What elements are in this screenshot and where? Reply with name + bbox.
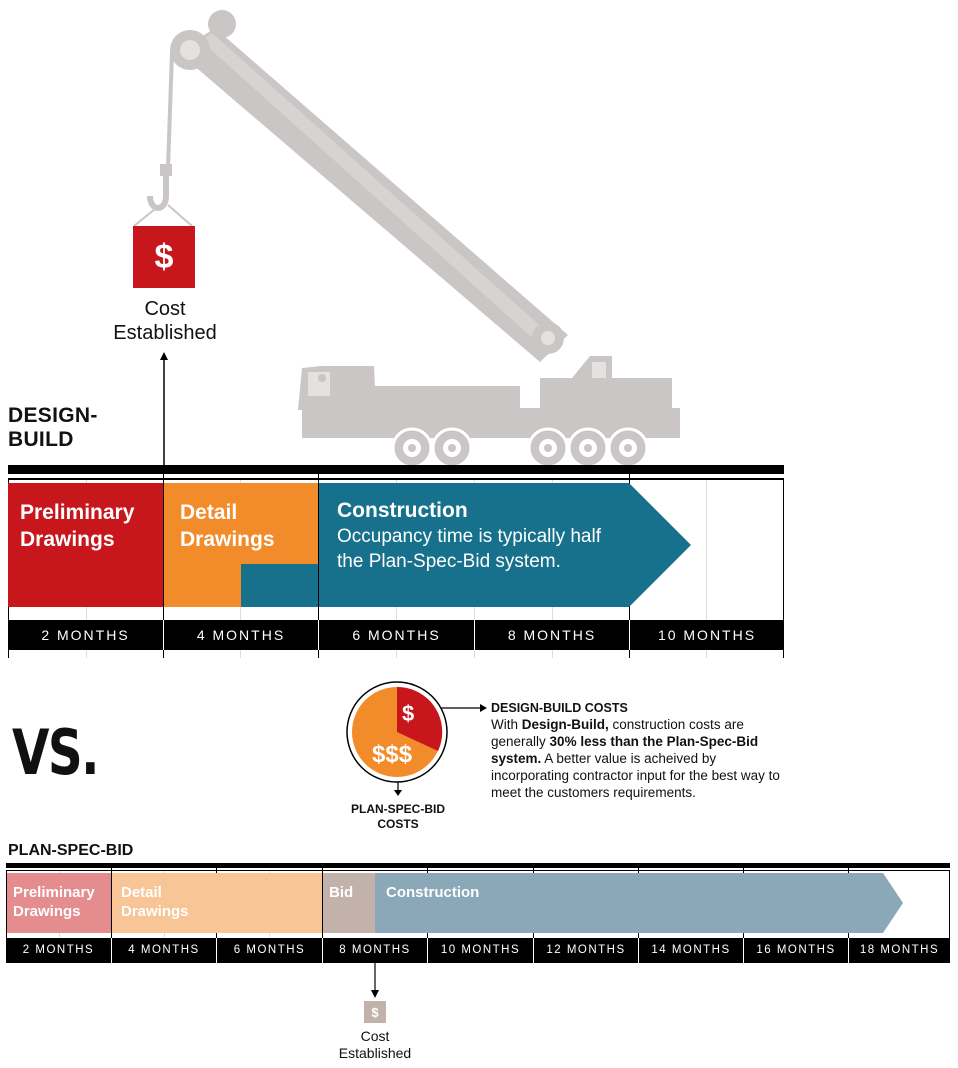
design-build-costs-text: With Design-Build, construction costs ar… [491, 717, 780, 800]
cost-arrow-up [160, 352, 168, 468]
design-build-slice [397, 686, 443, 751]
design-build-title: DESIGN- BUILD [8, 404, 98, 451]
psb-segment-detail: Detail Drawings [112, 873, 322, 933]
plan-spec-bid-title: PLAN-SPEC-BID [8, 842, 134, 859]
design-build-costs-note: DESIGN-BUILD COSTS With Design-Build, co… [491, 701, 791, 801]
psb-segment-construction-arrow [375, 873, 903, 933]
psb-frame [6, 871, 950, 963]
db-segment-detail: Detail Drawings [164, 483, 318, 607]
cost-arrow-down [371, 963, 379, 998]
db-month-label: 6 MONTHS [319, 627, 474, 643]
crane-cable [166, 51, 174, 169]
crane-wheels [391, 427, 649, 469]
psb-month-label: 14 MONTHS [639, 944, 743, 956]
psb-month-label: 4 MONTHS [112, 944, 216, 956]
pie-arrow-right [441, 704, 487, 712]
psb-segment-construction: Construction [386, 884, 480, 901]
hook-icon [147, 170, 169, 211]
db-overlap-block [241, 564, 318, 607]
top-cost-label: Cost Established [113, 298, 217, 344]
psb-segment-preliminary: Preliminary Drawings [7, 873, 111, 933]
psb-month-label: 18 MONTHS [849, 944, 950, 956]
cost-comparison-pie [346, 681, 448, 783]
psb-month-label: 2 MONTHS [6, 944, 111, 956]
db-month-label: 10 MONTHS [630, 627, 784, 643]
bottom-cost-label: Cost Established [338, 1028, 412, 1061]
vs-label: VS. [12, 716, 100, 789]
top-cost-icon: $ [133, 226, 195, 288]
psb-costs-label: PLAN-SPEC-BID COSTS [350, 802, 445, 831]
pie-dollar-large: $$$ [372, 741, 413, 768]
psb-month-label: 12 MONTHS [534, 944, 638, 956]
pie-dollar-small: $ [402, 701, 415, 726]
db-segment-construction: Construction Occupancy time is typically… [337, 499, 601, 572]
db-month-label: 4 MONTHS [164, 627, 318, 643]
psb-top-bar [6, 863, 950, 868]
design-build-top-bar [8, 465, 784, 474]
bottom-cost-icon: $ [364, 1001, 386, 1023]
psb-month-label: 10 MONTHS [428, 944, 533, 956]
psb-month-label: 6 MONTHS [217, 944, 322, 956]
crane-illustration [133, 10, 680, 469]
dollar-icon: $ [371, 1004, 379, 1020]
psb-month-label: 16 MONTHS [744, 944, 848, 956]
pie-arrow-down [394, 782, 402, 796]
psb-segment-bid: Bid [323, 873, 375, 933]
crane-body-rear [540, 378, 672, 410]
dollar-icon: $ [154, 237, 174, 276]
db-segment-preliminary: Preliminary Drawings [8, 483, 163, 607]
db-month-label: 2 MONTHS [8, 627, 163, 643]
psb-month-label: 8 MONTHS [323, 944, 427, 956]
db-month-label: 8 MONTHS [475, 627, 629, 643]
db-segment-construction-arrow [319, 483, 691, 607]
